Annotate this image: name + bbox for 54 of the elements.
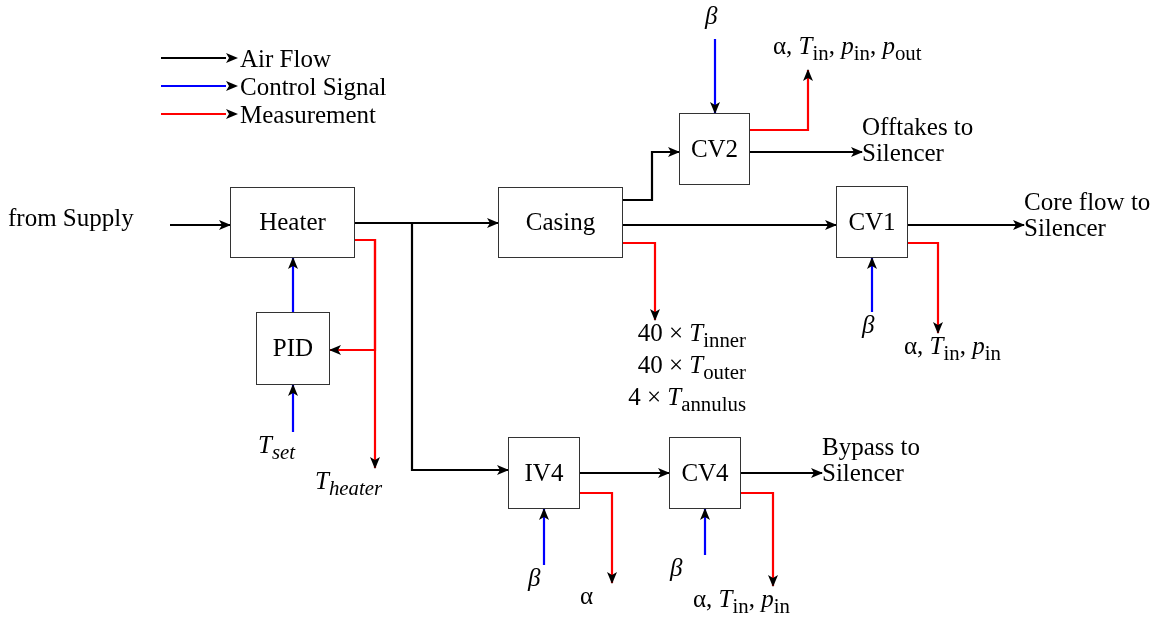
flow-label: Offtakes to Silencer <box>862 114 974 167</box>
arrow <box>288 384 298 432</box>
box-label: PID <box>272 335 314 362</box>
flow-label: Bypass to Silencer <box>822 434 942 487</box>
arrow <box>580 491 617 584</box>
signal-label: T$_{heater}$ <box>315 468 415 500</box>
arrow <box>539 508 549 565</box>
signal-label: β <box>705 3 729 30</box>
process-box <box>256 312 330 385</box>
arrow <box>700 508 710 555</box>
arrow <box>623 220 837 230</box>
arrow <box>623 147 680 202</box>
arrow <box>741 468 823 478</box>
legend-label: Control Signal <box>240 73 387 99</box>
signal-label: α, T$_{in}$, p$_{in}$ <box>693 586 843 618</box>
process-box <box>679 113 750 185</box>
arrow <box>750 147 863 157</box>
arrow <box>623 241 660 321</box>
arrow <box>741 491 778 587</box>
arrow <box>355 238 380 469</box>
signal-label: β <box>528 565 552 592</box>
box-label: Heater <box>259 209 326 236</box>
signal-label: 40 × T$_{inner}$ <box>636 320 746 352</box>
arrow <box>580 468 670 478</box>
box-label: CV4 <box>681 459 729 487</box>
arrow <box>908 220 1025 230</box>
box-label: CV1 <box>848 208 896 236</box>
arrow <box>710 39 720 114</box>
process-box <box>498 187 623 258</box>
box-label: IV4 <box>524 459 564 487</box>
signal-label: β <box>862 312 886 339</box>
process-box <box>230 187 355 258</box>
signal-label: α <box>580 583 604 610</box>
arrow <box>355 221 509 475</box>
arrow <box>750 69 813 132</box>
arrow <box>288 257 298 312</box>
process-box <box>836 186 908 258</box>
signal-label: β <box>670 555 694 582</box>
arrow <box>908 241 943 334</box>
flow-label: Core flow to Silencer <box>1024 189 1152 242</box>
legend-label: Air Flow <box>240 45 331 71</box>
signal-label: from Supply <box>8 205 170 232</box>
process-box <box>669 437 741 509</box>
process-box <box>508 437 580 509</box>
signal-label: 40 × T$_{outer}$ <box>636 351 746 384</box>
signal-label: T$_{set}$ <box>258 432 318 464</box>
signal-label: α, T$_{in}$, p$_{in}$, p$_{out}$ <box>773 33 973 65</box>
signal-label: 4 × T$_{annulus}$ <box>627 383 746 416</box>
box-label: Casing <box>525 209 596 236</box>
signal-label: α, T$_{in}$, p$_{in}$ <box>904 333 1044 365</box>
arrow <box>170 220 231 230</box>
legend-label: Measurement <box>240 101 377 127</box>
arrow <box>867 257 877 312</box>
box-label: CV2 <box>690 135 739 163</box>
